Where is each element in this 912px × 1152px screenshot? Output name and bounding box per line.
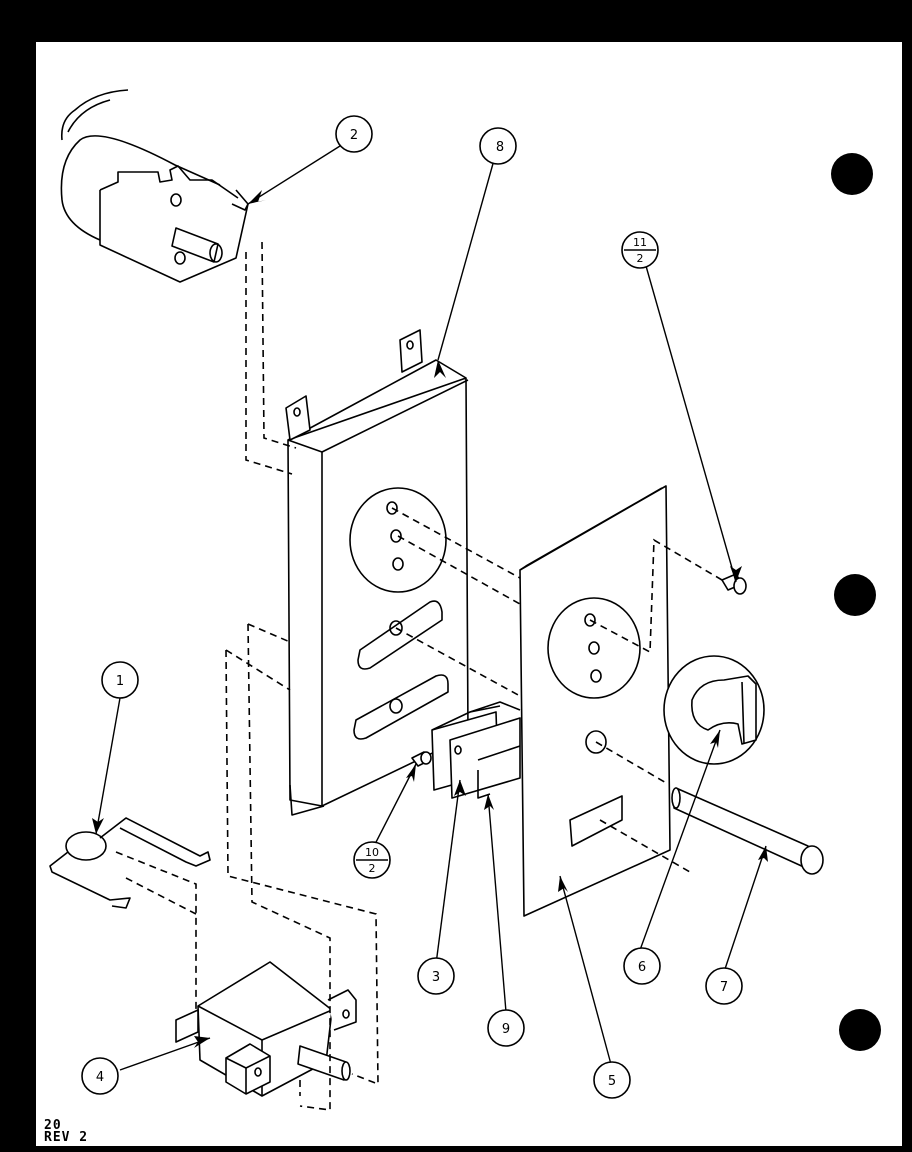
page-number: 20 [44, 1118, 62, 1133]
binder-hole-middle [834, 574, 876, 616]
callout-label-5: 5 [608, 1074, 616, 1089]
revision-label: REV 2 [44, 1130, 89, 1145]
callout-circle-3 [417, 957, 455, 995]
dashed-assembly-lines [115, 241, 723, 1111]
screw-part-10 [411, 751, 432, 767]
faceplate-part-5 [519, 485, 671, 917]
callout-label-7: 7 [720, 980, 728, 995]
binder-hole-bottom [839, 1009, 881, 1051]
callout-label-1: 1 [116, 674, 124, 689]
binder-hole-top [831, 153, 873, 195]
callout-circle-1 [101, 661, 139, 699]
callout-circle-5 [593, 1061, 631, 1099]
callout-label-3: 3 [432, 970, 440, 985]
callout-circle-4 [81, 1057, 119, 1095]
callout-circle-8 [479, 127, 517, 165]
callout-label-4: 4 [96, 1070, 104, 1085]
bracket-part-8 [285, 329, 469, 816]
callout-label-11-bottom: 2 [637, 252, 644, 265]
leader-arrowheads [92, 190, 768, 1048]
switch-part-3 [431, 701, 521, 799]
callout-circle-9 [487, 1009, 525, 1047]
motor-part-2 [60, 89, 249, 283]
shaft-part-7 [671, 787, 824, 875]
callout-label-10-top: 10 [365, 846, 379, 859]
callout-circle-6 [623, 947, 661, 985]
callout-label-9: 9 [502, 1022, 510, 1037]
callout-label-10-bottom: 2 [369, 862, 376, 875]
callout-circle-7 [705, 967, 743, 1005]
sensor-part-1 [49, 817, 211, 909]
callout-label-8: 8 [496, 140, 504, 155]
callout-label-11-top: 11 [633, 236, 647, 249]
callout-circle-2 [335, 115, 373, 153]
leader-lines [95, 145, 767, 1071]
callout-label-6: 6 [638, 960, 646, 975]
knob-part-6 [663, 655, 765, 765]
callout-label-2: 2 [350, 128, 358, 143]
